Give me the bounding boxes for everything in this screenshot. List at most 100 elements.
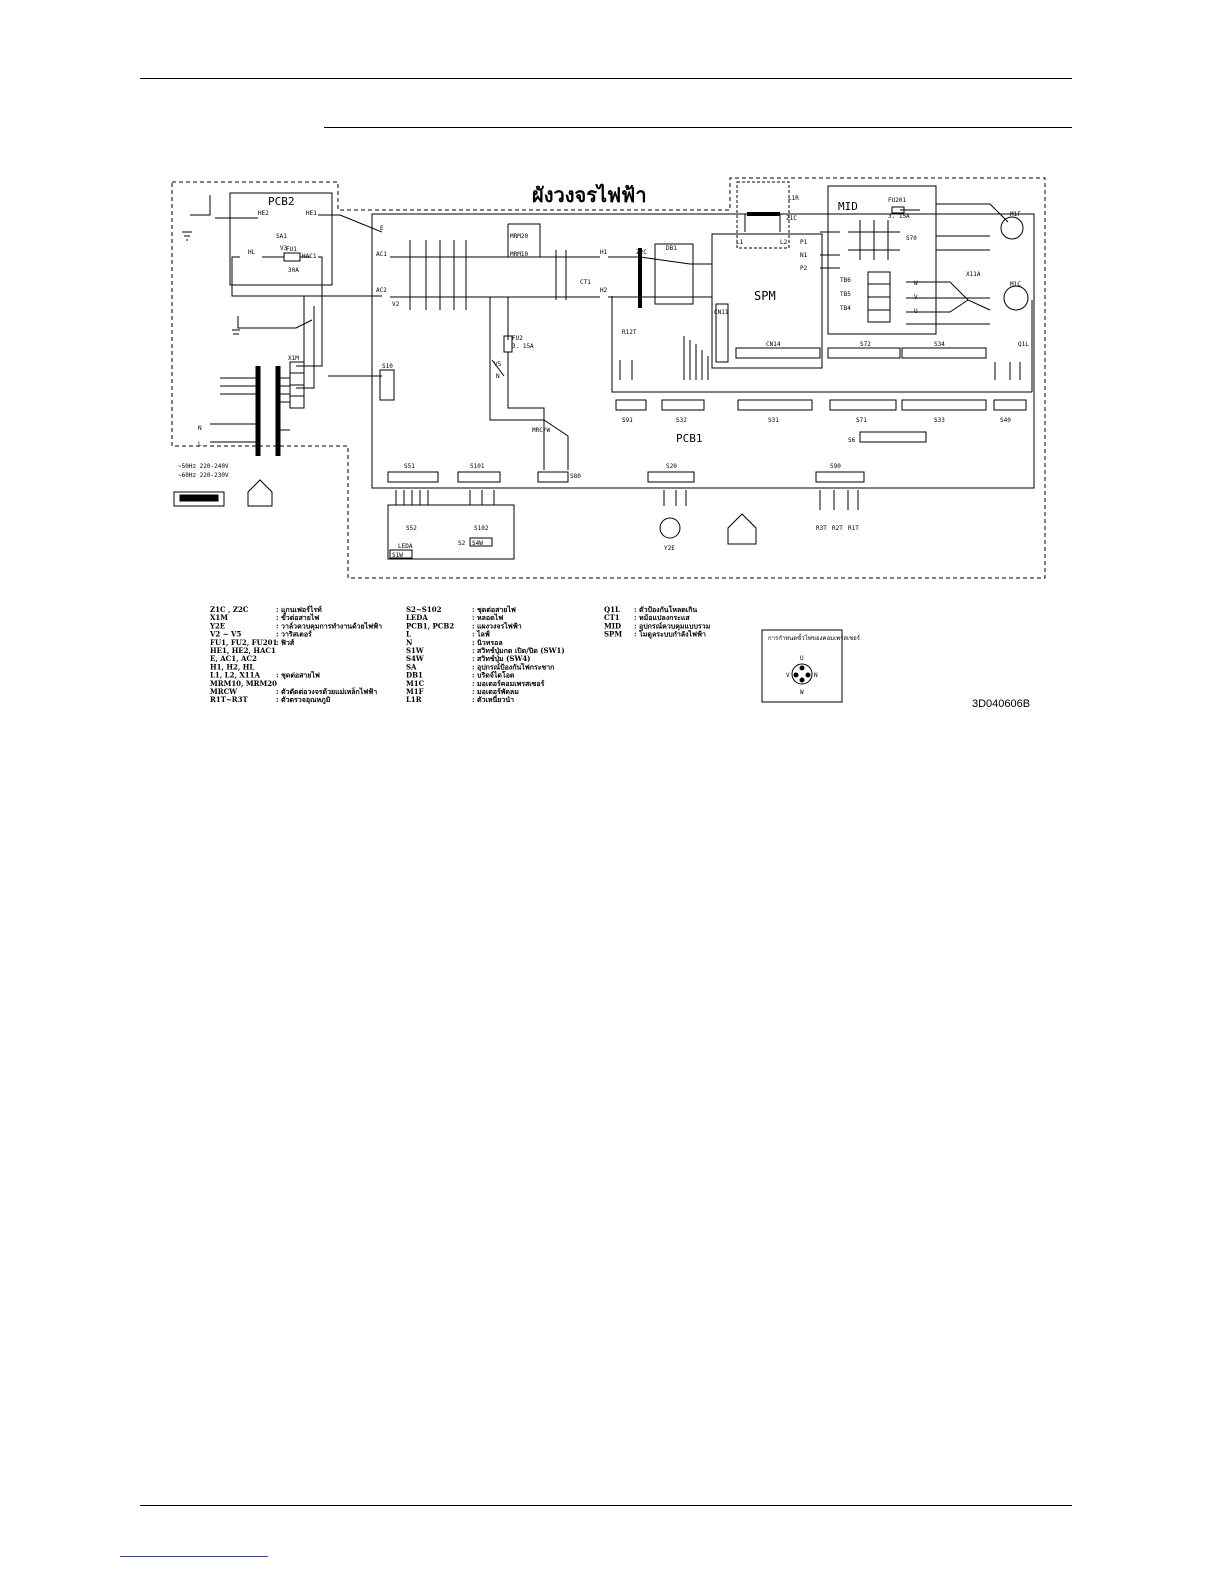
label-ac1: AC1 (376, 251, 387, 258)
legend-code: H1, H2, HL (210, 662, 254, 671)
label-fu201: FU201 (888, 197, 906, 204)
legend-code: L1R (406, 695, 422, 704)
label-s51: S51 (404, 463, 415, 470)
label-mrm20: MRM20 (510, 233, 528, 240)
label-sa1: SA1 (276, 233, 287, 240)
label-s40: S40 (1000, 417, 1011, 424)
label-h2: H2 (600, 287, 608, 294)
label-terminal-n: N (198, 425, 202, 432)
label-s10: S10 (382, 363, 393, 370)
legend-description: : นิวทรอล (472, 638, 503, 647)
footer-rule (140, 1505, 1072, 1506)
label-s90: S90 (830, 463, 841, 470)
legend-description: : ไลฟ์ (472, 630, 490, 639)
label-hl: HL (248, 249, 256, 256)
label-l1: L1 (736, 239, 744, 246)
label-r3t: R3T (816, 525, 827, 532)
legend-code: Y2E (209, 621, 225, 630)
label-z2c: Z2C (636, 249, 647, 256)
label-s6: S6 (848, 437, 856, 444)
legend-description: : วาล์วควบคุมการทำงานด้วยไฟฟ้า (276, 621, 382, 630)
label-x11a: X11A (966, 271, 981, 278)
label-r2t: R2T (832, 525, 843, 532)
legend-code: M1F (406, 687, 424, 696)
footer-link-underline[interactable] (120, 1556, 268, 1557)
label-s2: S2 (458, 540, 466, 547)
label-x1m: X1M (288, 355, 299, 362)
label-mrm10: MRM10 (510, 251, 528, 258)
label-fu201-rating: 3. 15A (888, 213, 910, 220)
label-r1t: R1T (848, 525, 859, 532)
label-s31: S31 (768, 417, 779, 424)
unit-boundary (171, 177, 1046, 579)
label-fu2: FU2 (512, 335, 523, 342)
label-h1: H1 (600, 249, 608, 256)
label-y2e: Y2E (664, 545, 675, 552)
legend-code: MRCW (210, 687, 237, 696)
label-s102: S102 (474, 525, 489, 532)
legend-code: MID (604, 621, 621, 630)
legend-description: : ตัวเหนี่ยวนำ (472, 694, 514, 704)
legend-description: : ตัวตรวจอุณหภูมิ (276, 695, 331, 705)
legend-code: L (406, 630, 411, 639)
label-l2: L2 (780, 239, 788, 246)
document-code: 3D040606B (972, 698, 1031, 710)
label-v3: V3 (280, 245, 288, 252)
label-tb4: TB4 (840, 305, 851, 312)
label-s33: S33 (934, 417, 945, 424)
legend-code: CT1 (604, 613, 620, 622)
label-motor-w: W (800, 689, 804, 696)
legend-code: HE1, HE2, HAC1 (210, 646, 276, 655)
legend-description: : ชุดต่อสายไฟ (472, 605, 516, 614)
label-z1c: Z1C (786, 215, 797, 222)
label-n: N (496, 373, 500, 380)
legend-code: SA (406, 662, 417, 671)
label-fu1: FU1 (286, 246, 297, 253)
legend-code: X1M (210, 613, 228, 622)
label-e: E (380, 225, 384, 232)
label-l1r: L1R (788, 195, 799, 202)
label-ac2: AC2 (376, 287, 387, 294)
diagram-title: ผังวงจรไฟฟ้า (532, 183, 647, 207)
legend-description: : สวิทช์ปุ่มกด เปิด/ปิด (SW1) (472, 646, 565, 655)
legend-code: V2 ~ V5 (209, 630, 241, 639)
label-s4w: S4W (472, 540, 483, 547)
legend-code: R1T~R3T (210, 695, 248, 704)
legend-description: : วาริสเตอร์ (276, 630, 312, 639)
legend-description: : หลอดไฟ (472, 613, 503, 622)
label-ct1: CT1 (580, 279, 591, 286)
label-p1: P1 (800, 239, 808, 246)
label-s32: S32 (676, 417, 687, 424)
label-he1: HE1 (306, 210, 317, 217)
legend-code: L1, L2, X11A (210, 671, 261, 680)
legend-description: : หม้อแปลงกระแส (634, 613, 690, 622)
label-m1c: M1C (1010, 281, 1021, 288)
label-motor-u: U (800, 655, 804, 662)
label-tb5: TB5 (840, 291, 851, 298)
label-n1: N1 (800, 252, 808, 259)
label-q1l: Q1L (1018, 341, 1029, 348)
legend-code: MRM10, MRM20 (210, 679, 277, 688)
label-s52: S52 (406, 525, 417, 532)
label-s20: S20 (666, 463, 677, 470)
label-supply-60hz: ~60Hz 220-230V (178, 472, 229, 479)
legend-description: : แกนเฟอร์ไรท์ (276, 605, 322, 614)
legend-description: : ชุดต่อสายไฟ (276, 671, 320, 680)
label-r12t: R12T (622, 329, 637, 336)
label-fu1-rating: 30A (288, 267, 299, 274)
legend-description: : ตัวป้องกันโหลดเกิน (634, 605, 697, 614)
legend-description: : บริดจ์ไดโอด (472, 671, 515, 680)
label-s72: S72 (860, 341, 871, 348)
label-terminal-l: L (198, 441, 202, 448)
label-pcb2: PCB2 (268, 195, 295, 208)
legend-code: LEDA (406, 613, 428, 622)
label-mid: MID (838, 200, 858, 213)
legend-description: : สวิทช์ปุ่ม (SW4) (472, 654, 531, 663)
motor-box-title: การกำหนดขั้วไฟของคอมเพรสเซอร์ (768, 632, 861, 642)
legend-code: E, AC1, AC2 (210, 654, 257, 663)
label-v5: V5 (494, 361, 502, 368)
legend-description: : ตัวตัดต่อวงจรด้วยแม่เหล็กไฟฟ้า (276, 687, 377, 696)
legend-code: SPM (604, 630, 622, 639)
legend-code: S1W (406, 646, 424, 655)
